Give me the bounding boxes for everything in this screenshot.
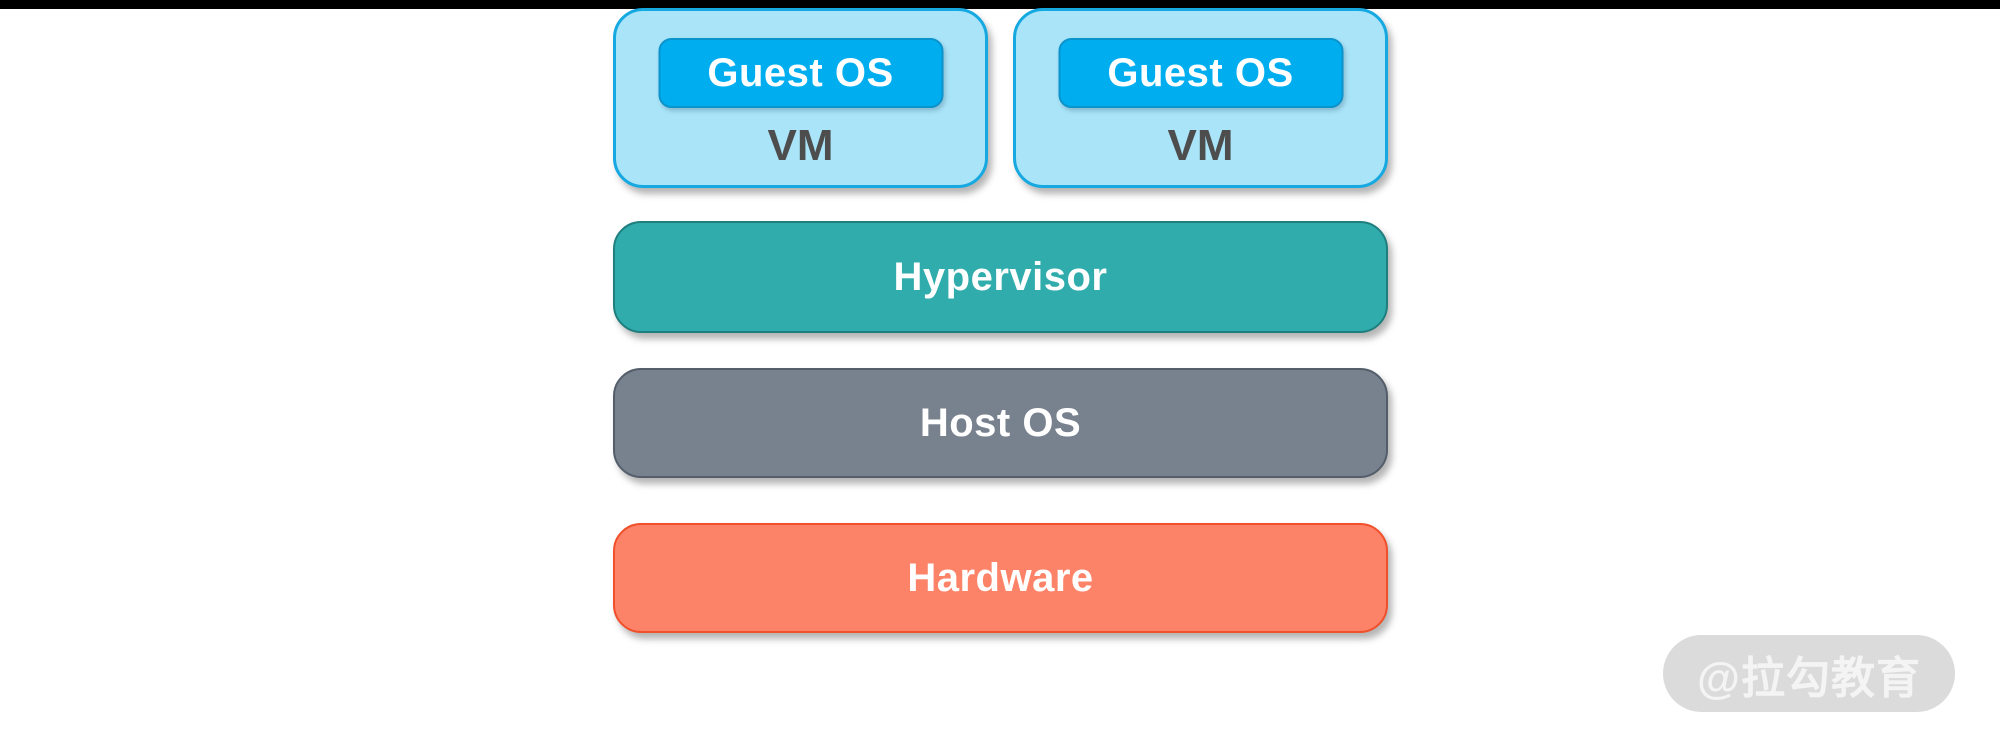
hypervisor-label: Hypervisor: [893, 254, 1108, 299]
vm-box-2: Guest OS VM: [1013, 8, 1388, 188]
guest-os-box-1: Guest OS: [658, 38, 943, 108]
host-os-layer: Host OS: [613, 368, 1388, 478]
guest-os-label-1: Guest OS: [707, 50, 894, 95]
vm-box-1: Guest OS VM: [613, 8, 988, 188]
guest-os-label-2: Guest OS: [1107, 50, 1294, 95]
watermark-badge: @拉勾教育: [1663, 635, 1955, 712]
watermark-text: @拉勾教育: [1697, 653, 1921, 703]
host-os-label: Host OS: [919, 400, 1082, 445]
hardware-layer: Hardware: [613, 523, 1388, 633]
hypervisor-layer: Hypervisor: [613, 221, 1388, 333]
guest-os-box-2: Guest OS: [1058, 38, 1343, 108]
vm-label-1: VM: [767, 121, 834, 170]
top-black-bar: [0, 0, 2000, 9]
vm-label-2: VM: [1167, 121, 1234, 170]
hardware-label: Hardware: [907, 555, 1094, 600]
